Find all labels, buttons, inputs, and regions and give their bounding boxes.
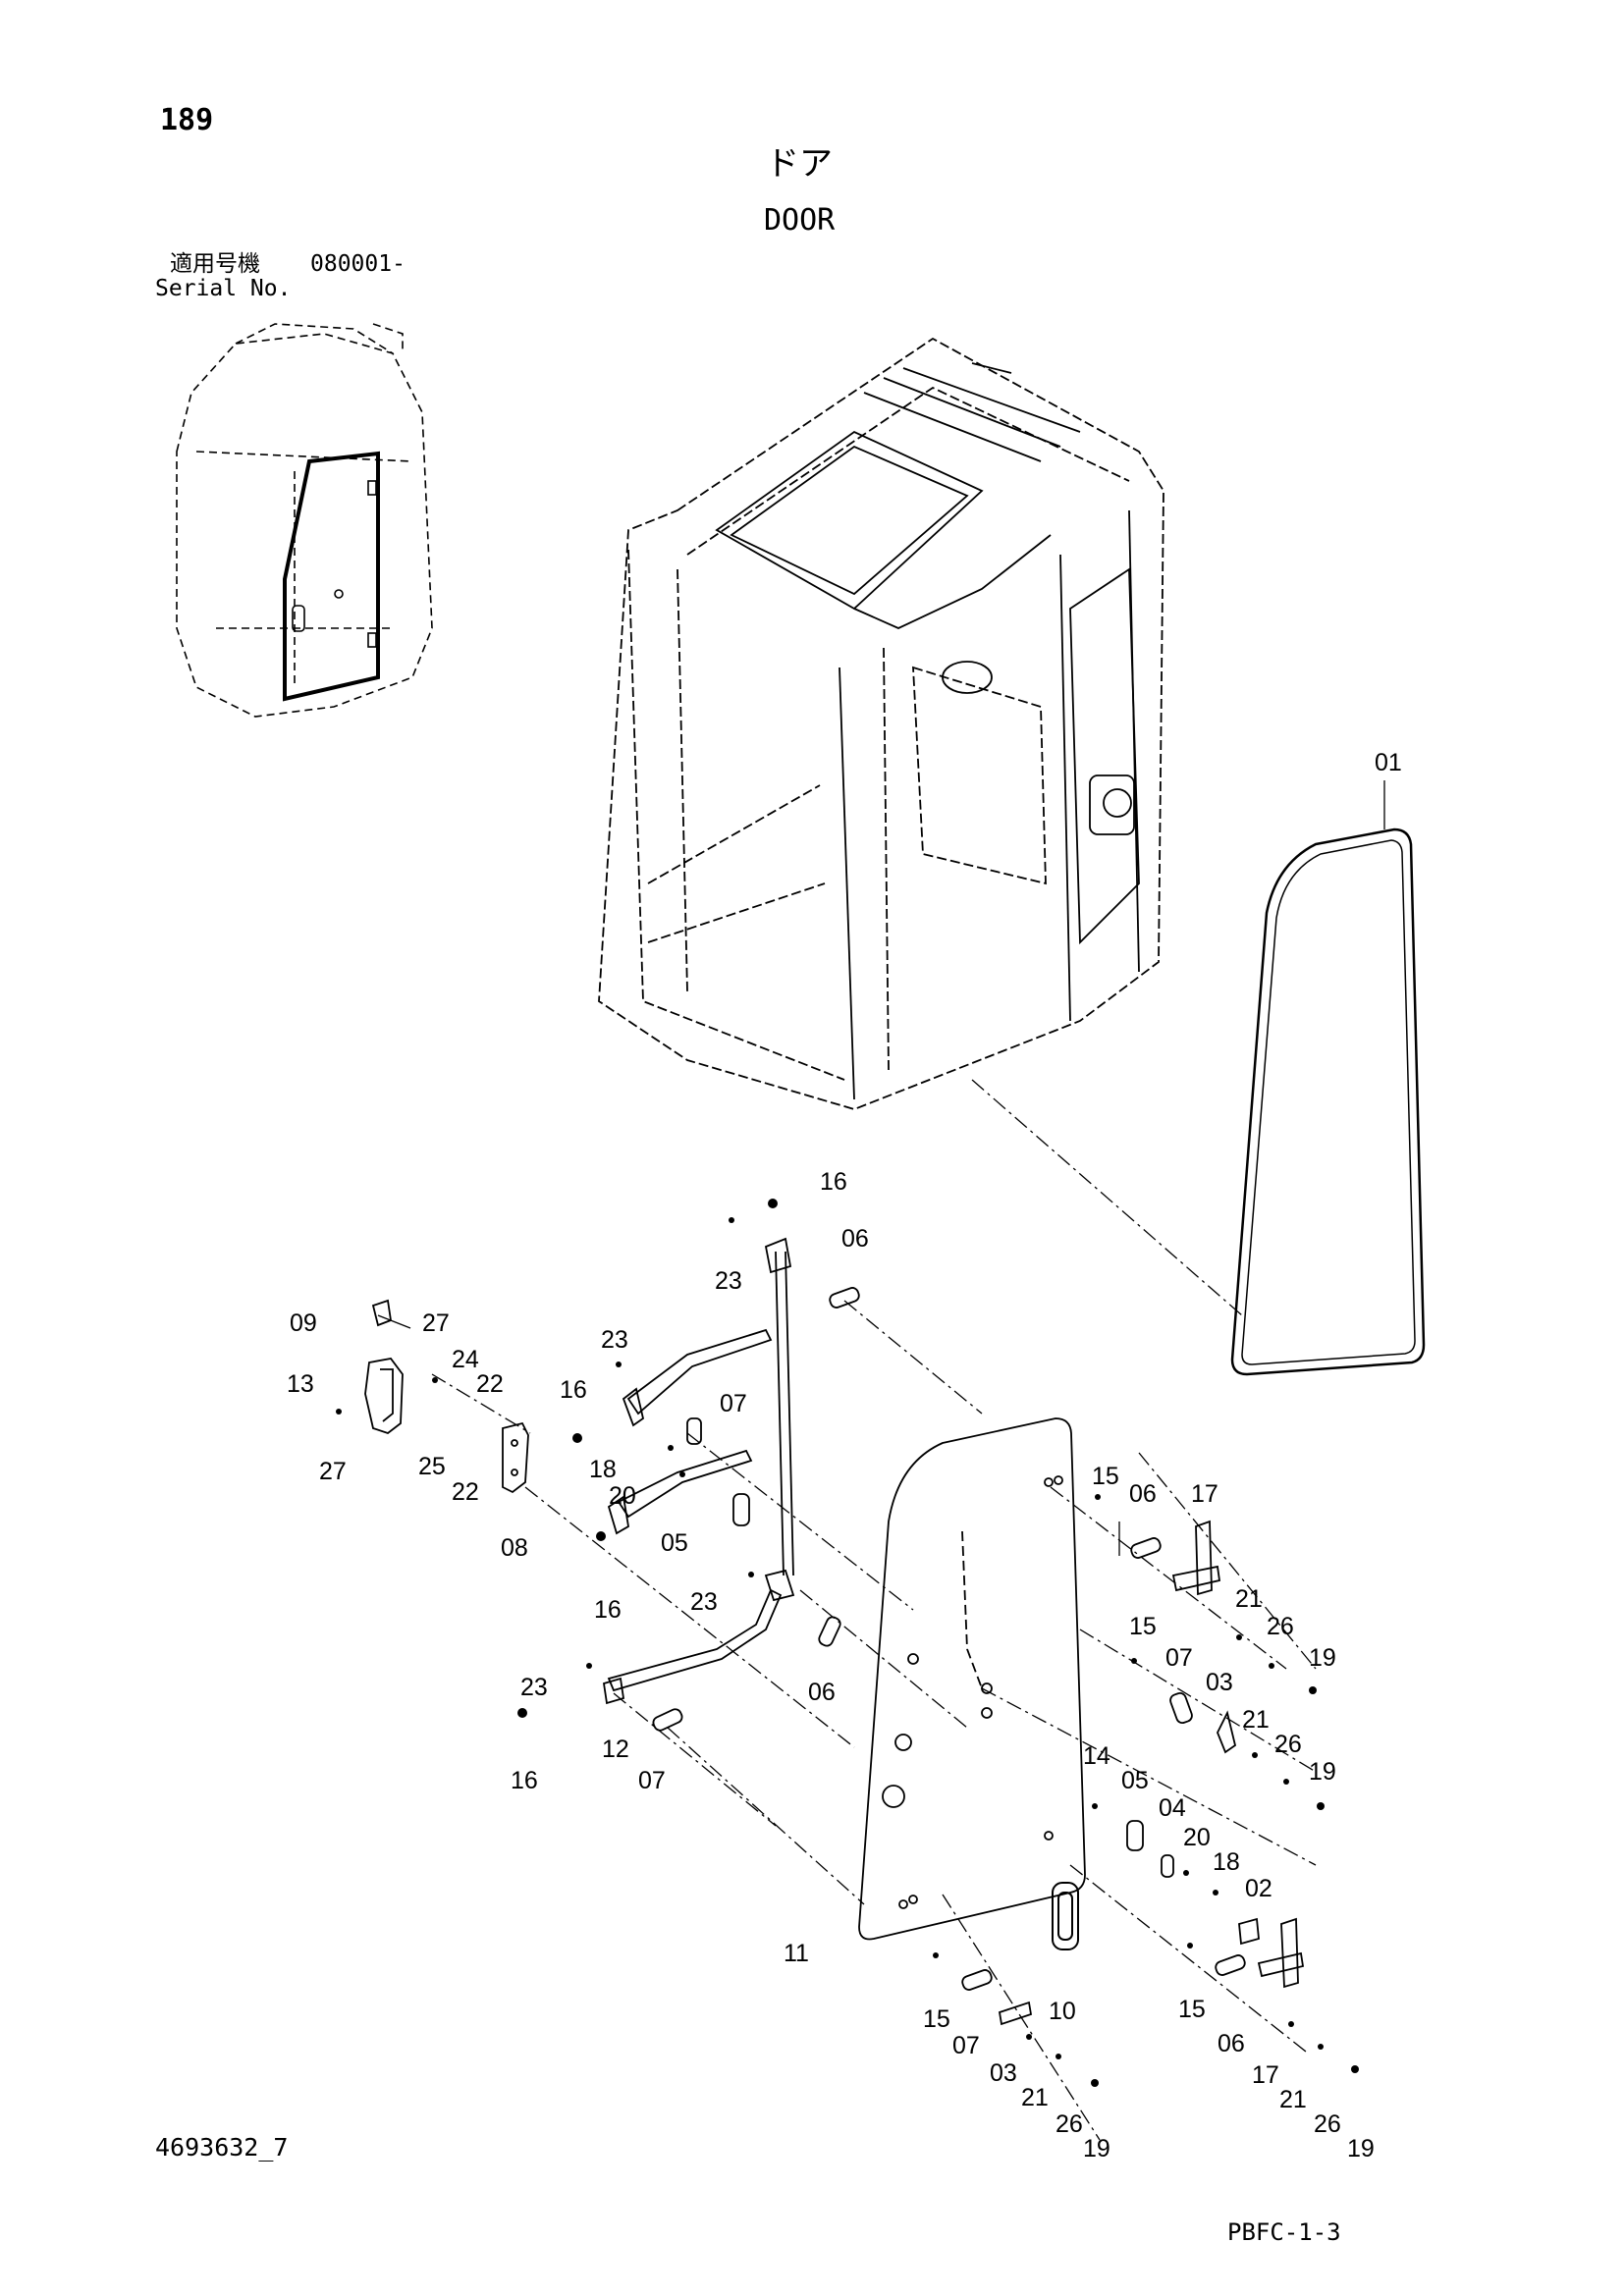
callout-label: 26: [1267, 1613, 1294, 1640]
callout-label: 07: [720, 1390, 747, 1417]
callout-label: 07: [1165, 1644, 1193, 1672]
callout-label: 19: [1347, 2135, 1375, 2163]
drawing-number: 4693632_7: [155, 2133, 289, 2162]
callout-label: 06: [841, 1225, 869, 1253]
callout-label: 20: [1183, 1824, 1211, 1851]
inset-highlighted-door: [283, 451, 380, 702]
part-callouts: 01 16 06 23 09 27 24 22 13 16 23 07 27 2…: [287, 749, 1402, 2163]
callout-label: 24: [452, 1346, 479, 1373]
callout-label: 10: [1049, 1998, 1076, 2025]
callout-label: 05: [661, 1529, 688, 1557]
callout-label: 15: [1129, 1613, 1157, 1640]
callout-label: 18: [1213, 1848, 1240, 1876]
latch-assembly: [364, 1299, 529, 1494]
fasteners: [336, 1199, 1359, 2087]
callout-label: 23: [520, 1674, 548, 1701]
callout-label: 21: [1279, 2086, 1307, 2113]
callout-label: 19: [1309, 1644, 1336, 1672]
title-japanese: ドア: [766, 144, 833, 184]
callout-label: 26: [1314, 2110, 1341, 2138]
callout-label: 23: [690, 1588, 718, 1616]
callout-label: 06: [1129, 1480, 1157, 1508]
callout-label: 08: [501, 1534, 528, 1562]
cab-location-inset: [176, 323, 433, 718]
callout-label: 16: [594, 1596, 622, 1624]
cab-frame: [598, 337, 1164, 1110]
door-glass-panel: [858, 1417, 1086, 1941]
callout-label: 15: [923, 2005, 950, 2033]
callout-label: 23: [601, 1326, 628, 1354]
callout-label: 09: [290, 1309, 317, 1337]
callout-label: 16: [560, 1376, 587, 1404]
callout-label: 14: [1083, 1742, 1110, 1770]
callout-label: 27: [319, 1458, 347, 1485]
door-rods-and-links: [602, 1237, 1305, 2026]
callout-label: 04: [1159, 1794, 1186, 1822]
callout-label: 06: [808, 1679, 836, 1706]
callout-label: 07: [638, 1767, 666, 1794]
page-code: PBFC-1-3: [1227, 2218, 1341, 2246]
serial-label-english: Serial No.: [155, 276, 292, 301]
serial-label-japanese: 適用号機: [170, 251, 260, 277]
callout-label: 19: [1309, 1758, 1336, 1786]
serial-number-value: 080001-: [310, 251, 406, 277]
callout-label: 18: [589, 1456, 617, 1483]
callout-label: 06: [1218, 2030, 1245, 2057]
callout-label: 05: [1121, 1767, 1149, 1794]
assembly-leader-lines: [431, 1079, 1317, 2141]
callout-label: 03: [990, 2059, 1017, 2087]
callout-label: 22: [476, 1370, 504, 1398]
page-number: 189: [160, 103, 214, 137]
callout-label: 16: [820, 1168, 847, 1196]
callout-label: 26: [1274, 1731, 1302, 1758]
callout-label: 21: [1021, 2084, 1049, 2111]
callout-label: 19: [1083, 2135, 1110, 2163]
callout-label: 12: [602, 1735, 629, 1763]
callout-label: 27: [422, 1309, 450, 1337]
door-handle: [1052, 1882, 1079, 1950]
callout-label: 25: [418, 1453, 446, 1480]
callout-label: 01: [1375, 749, 1402, 776]
callout-label: 07: [952, 2032, 980, 2059]
callout-label: 03: [1206, 1669, 1233, 1696]
callout-label: 21: [1235, 1585, 1263, 1613]
callout-label: 16: [511, 1767, 538, 1794]
callout-label: 26: [1056, 2110, 1083, 2138]
callout-label: 20: [609, 1482, 636, 1510]
door-weather-seal: [1230, 828, 1426, 1376]
callout-label: 17: [1252, 2061, 1279, 2089]
callout-label: 02: [1245, 1875, 1272, 1902]
callout-leaders: [377, 780, 1385, 1556]
title-english: DOOR: [764, 203, 836, 238]
callout-label: 13: [287, 1370, 314, 1398]
callout-label: 15: [1178, 1996, 1206, 2023]
callout-label: 11: [784, 1940, 809, 1967]
callout-label: 23: [715, 1267, 742, 1295]
callout-label: 22: [452, 1478, 479, 1506]
callout-label: 21: [1242, 1706, 1270, 1734]
callout-label: 15: [1092, 1463, 1119, 1490]
callout-label: 17: [1191, 1480, 1218, 1508]
